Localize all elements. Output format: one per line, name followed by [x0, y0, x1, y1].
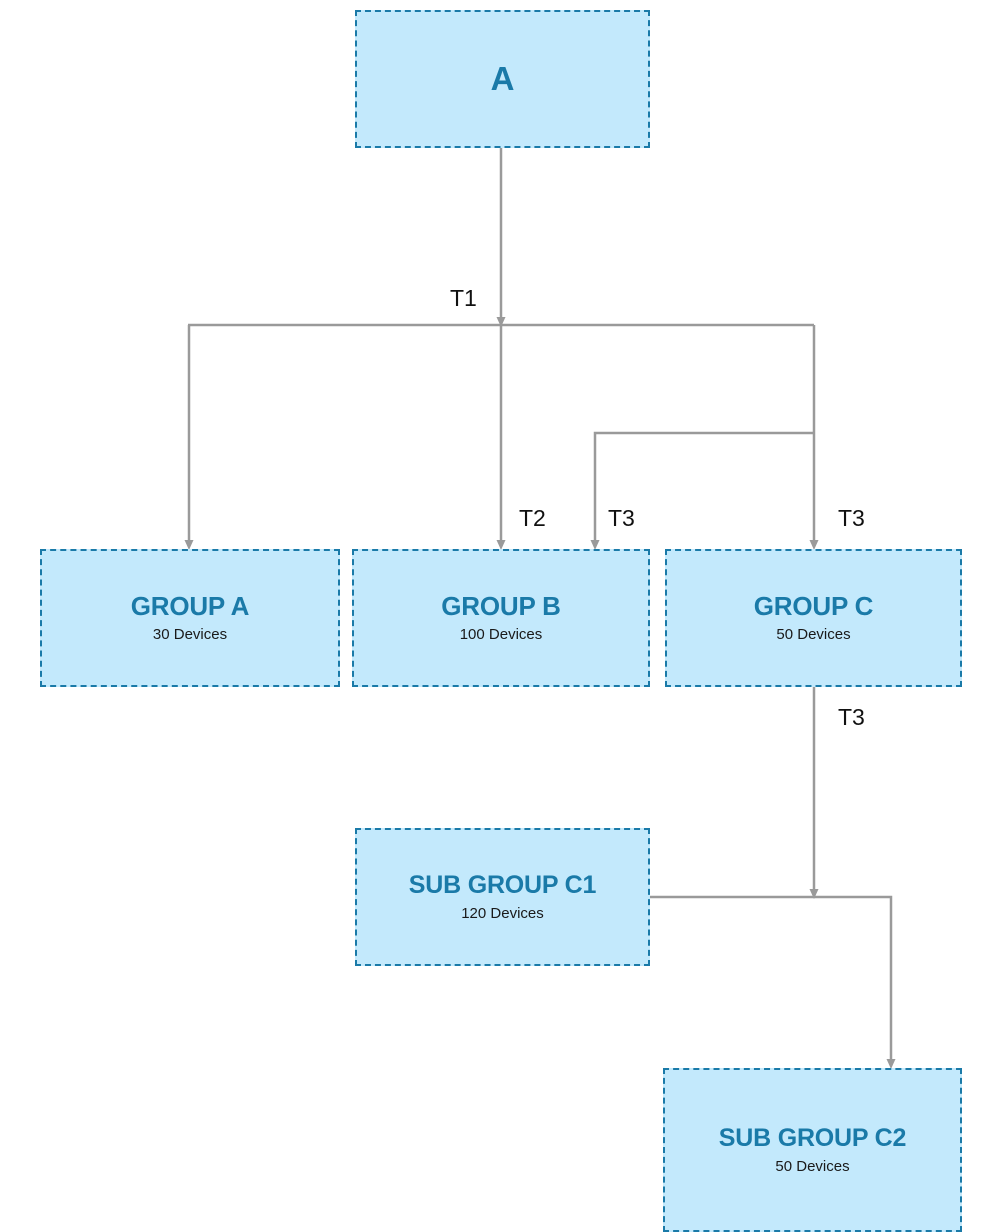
node-sub-group-c1-title: SUB GROUP C1 — [408, 871, 597, 900]
node-group-a[interactable]: GROUP A 30 Devices — [40, 549, 340, 687]
node-group-b-device-count: 100 Devices — [459, 626, 543, 644]
edge-label-t3-group-c-bottom: T3 — [838, 704, 865, 730]
node-a[interactable]: A — [355, 10, 650, 148]
node-group-a-device-count: 30 Devices — [152, 626, 228, 644]
edge-label-t2: T2 — [519, 505, 546, 531]
edge-sub-group-c1-to-sub-group-c2 — [650, 895, 896, 1069]
node-group-b-title: GROUP B — [441, 590, 561, 621]
node-sub-group-c2-title: SUB GROUP C2 — [718, 1124, 907, 1153]
edge-bus2-to-group-c — [590, 431, 814, 550]
node-sub-group-c1-device-count: 120 Devices — [461, 904, 544, 922]
node-group-b[interactable]: GROUP B 100 Devices — [352, 549, 650, 687]
node-sub-group-c2-device-count: 50 Devices — [775, 1157, 850, 1175]
edge-label-t3-group-c-left: T3 — [608, 505, 635, 531]
node-a-title: A — [490, 59, 515, 97]
node-group-c-device-count: 50 Devices — [776, 626, 851, 644]
node-sub-group-c2[interactable]: SUB GROUP C2 50 Devices — [663, 1068, 962, 1232]
node-group-c-title: GROUP C — [753, 590, 874, 621]
node-group-a-title: GROUP A — [130, 590, 250, 621]
node-sub-group-c1[interactable]: SUB GROUP C1 120 Devices — [355, 828, 650, 966]
edge-label-t3-group-c-top: T3 — [838, 505, 865, 531]
node-group-c[interactable]: GROUP C 50 Devices — [665, 549, 962, 687]
edge-label-t1: T1 — [450, 285, 477, 311]
